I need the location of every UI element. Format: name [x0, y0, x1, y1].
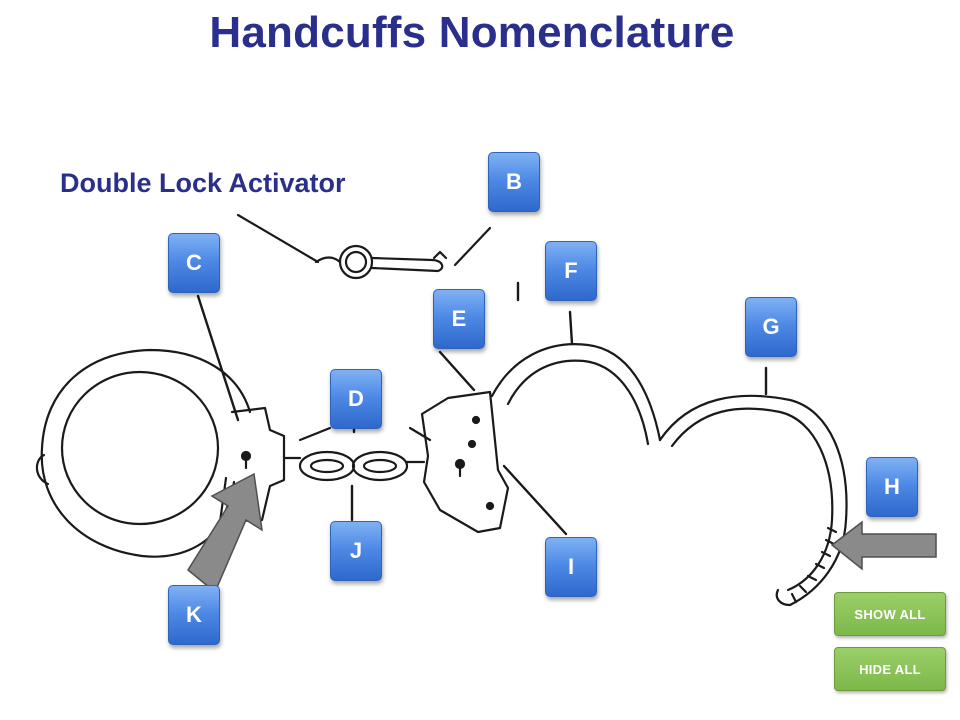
label-d[interactable]: D: [330, 369, 382, 429]
right-cuff: [420, 343, 848, 607]
arrow-up-pointer: [187, 472, 263, 594]
label-i[interactable]: I: [545, 537, 597, 597]
label-f[interactable]: F: [545, 241, 597, 301]
chain-drawing: [282, 426, 432, 482]
label-c[interactable]: C: [168, 233, 220, 293]
hide-all-button[interactable]: HIDE ALL: [834, 647, 946, 691]
label-k[interactable]: K: [168, 585, 220, 645]
show-all-button[interactable]: SHOW ALL: [834, 592, 946, 636]
arrow-left-pointer: [830, 520, 937, 571]
label-g[interactable]: G: [745, 297, 797, 357]
label-h[interactable]: H: [866, 457, 918, 517]
label-j[interactable]: J: [330, 521, 382, 581]
double-lock-activator-caption: Double Lock Activator: [60, 168, 346, 198]
page-title: Handcuffs Nomenclature: [209, 8, 735, 57]
label-b[interactable]: B: [488, 152, 540, 212]
label-e[interactable]: E: [433, 289, 485, 349]
left-cuff: [35, 348, 286, 558]
key-drawing: [236, 213, 492, 280]
